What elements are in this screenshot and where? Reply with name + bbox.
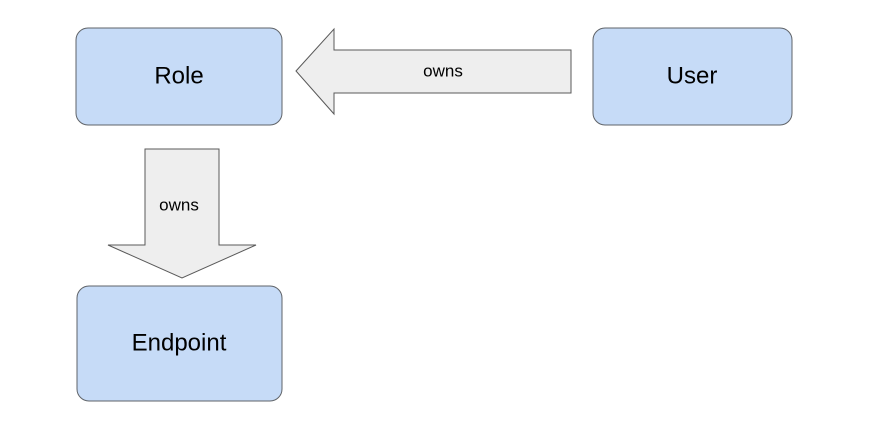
node-user-label: User bbox=[667, 62, 718, 89]
node-endpoint-label: Endpoint bbox=[132, 329, 227, 356]
edge-user-owns-role[interactable]: owns bbox=[295, 27, 572, 116]
left-arrow-icon bbox=[295, 27, 572, 116]
node-role[interactable]: Role bbox=[75, 27, 283, 126]
node-role-box bbox=[75, 27, 283, 126]
edge-role-owns-endpoint[interactable]: owns bbox=[107, 148, 257, 279]
node-endpoint[interactable]: Endpoint bbox=[76, 285, 283, 402]
node-user[interactable]: User bbox=[592, 27, 793, 126]
edge-role-endpoint-label: owns bbox=[159, 195, 199, 214]
node-user-box bbox=[592, 27, 793, 126]
edge-user-role-label: owns bbox=[423, 61, 463, 80]
node-endpoint-box bbox=[76, 285, 283, 402]
down-arrow-icon bbox=[107, 148, 257, 279]
node-role-label: Role bbox=[154, 62, 203, 89]
